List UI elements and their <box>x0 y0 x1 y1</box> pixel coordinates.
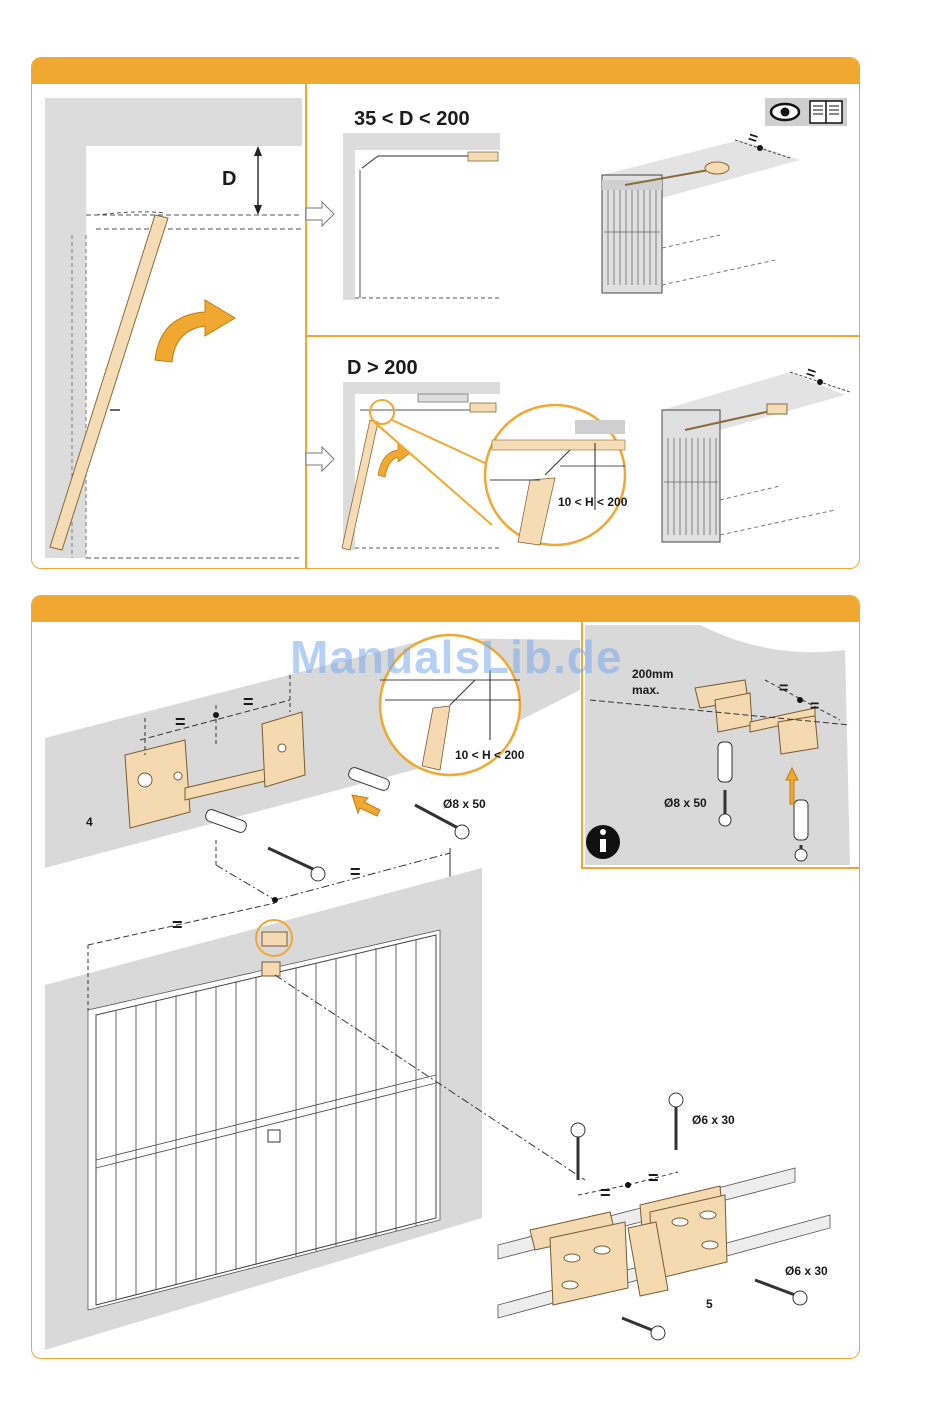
equals-info-left: = <box>779 680 788 698</box>
equals-lintel-right: = <box>350 862 361 883</box>
equals-bracket-left: = <box>175 712 186 733</box>
screw-size-8x50: Ø8 x 50 <box>443 797 486 811</box>
screw-size-8x50-info: Ø8 x 50 <box>664 796 707 810</box>
equals-info-right: = <box>810 698 819 716</box>
equals-door-right: = <box>648 1168 659 1189</box>
callout-4: 4 <box>86 815 93 829</box>
callout-5: 5 <box>706 1297 713 1311</box>
screw-size-6x30-top: Ø6 x 30 <box>692 1113 735 1127</box>
equals-lintel-left: = <box>172 915 183 936</box>
info-icon <box>586 825 620 859</box>
max-distance-line1: 200mm <box>632 667 673 681</box>
screw-size-6x30-side: Ø6 x 30 <box>785 1264 828 1278</box>
watermark: ManualsLib.de <box>290 630 622 684</box>
equals-bracket-right: = <box>243 692 254 713</box>
height-range-label-panel2: 10 < H < 200 <box>455 748 524 762</box>
max-distance-line2: max. <box>632 683 659 697</box>
equals-door-left: = <box>600 1183 611 1204</box>
